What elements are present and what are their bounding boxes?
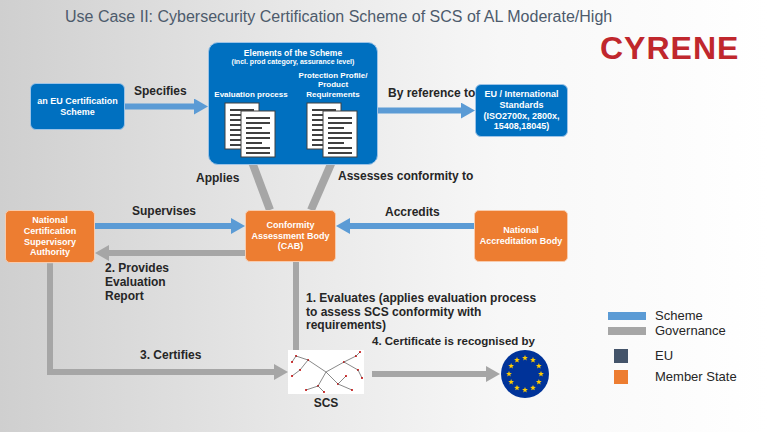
document-picture xyxy=(305,101,361,159)
edge-label: Supervises xyxy=(132,205,212,219)
edge-label: Accredits xyxy=(385,206,455,220)
flag-stars xyxy=(506,355,544,392)
node-text: (incl. prod category, assurance level) xyxy=(232,58,355,66)
connector-arrow xyxy=(311,159,333,210)
authority-box: National Certification Supervisory Autho… xyxy=(5,210,95,263)
node-text: SCS xyxy=(314,396,339,410)
node-text: National Accreditation Body xyxy=(479,225,563,247)
edge-label: By reference to xyxy=(388,87,478,101)
step-label: 4. Certificate is recognised by xyxy=(372,334,535,348)
scs-node: SCS xyxy=(288,350,364,410)
edge-label: Assesses conformity to xyxy=(338,170,478,184)
connector-arrow xyxy=(344,223,474,229)
connector-arrow xyxy=(95,223,237,229)
cab-box: Conformity Assessment Body (CAB) xyxy=(245,210,336,262)
document-picture xyxy=(223,101,279,159)
node-text: an EU Certification Scheme xyxy=(35,96,120,118)
legend-text: Scheme xyxy=(655,308,703,323)
node-text: Elements of the Scheme xyxy=(244,48,342,58)
scheme-box: an EU Certification Scheme xyxy=(30,83,125,130)
edge-label: 2. Provides Evaluation Report xyxy=(105,262,187,303)
node-text: National Certification Supervisory Autho… xyxy=(10,215,90,258)
document-icon: Protection Profile/ Product Requirements xyxy=(294,71,372,160)
node-text: Conformity Assessment Body (CAB) xyxy=(250,220,331,252)
scheme-elements-box: Elements of the Scheme(incl. prod catego… xyxy=(208,42,378,165)
legend-swatch xyxy=(614,370,628,384)
edge-label: 3. Certifies xyxy=(140,349,230,363)
legend-swatch xyxy=(614,349,628,363)
standards-box: EU / International Standards (ISO2700x, … xyxy=(475,84,568,137)
legend-text: Member State xyxy=(655,369,737,384)
edge-label: 1. Evaluates (applies evaluation process… xyxy=(306,292,544,333)
connector-arrow xyxy=(103,250,245,256)
document-icon: Evaluation process xyxy=(214,90,288,160)
node-text: EU / International Standards (ISO2700x, … xyxy=(480,89,563,132)
node-text: Protection Profile/ Product Requirements xyxy=(294,71,372,100)
node-text: Evaluation process xyxy=(214,90,287,100)
edge-label: Specifies xyxy=(134,85,204,99)
connector-arrow xyxy=(378,108,467,114)
connector-arrow xyxy=(125,104,200,110)
legend-text: EU xyxy=(655,348,673,363)
diagram-title: Use Case II: Cybersecurity Certification… xyxy=(65,8,612,26)
recognition-arrow xyxy=(372,371,492,377)
scs-picture xyxy=(288,350,364,394)
eu-flag xyxy=(501,350,549,398)
child-row: Evaluation process Protection Profile/ Pr… xyxy=(214,71,372,160)
connector-arrow xyxy=(293,262,299,350)
legend-swatch xyxy=(608,327,646,335)
edge-label: Applies xyxy=(196,172,246,186)
accreditation-box: National Accreditation Body xyxy=(474,210,568,262)
logo-text: CYRENE xyxy=(600,32,739,64)
legend-text: Governance xyxy=(655,323,726,338)
connector-arrow xyxy=(251,159,270,210)
legend-swatch xyxy=(608,312,646,320)
